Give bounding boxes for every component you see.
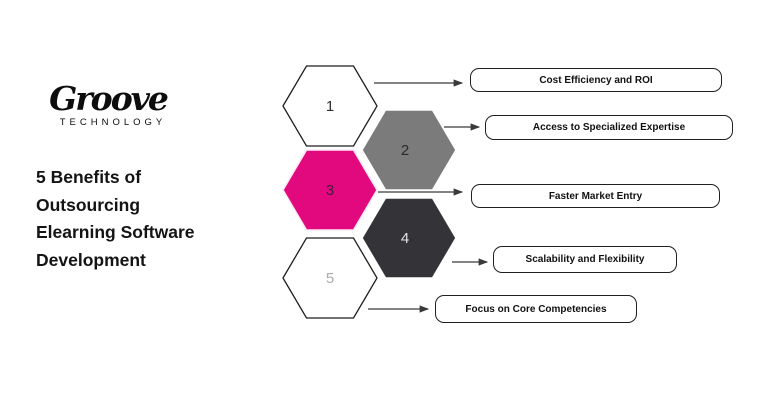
benefit-box-faster-market-entry: Faster Market Entry (471, 184, 720, 208)
hexagon-3-number: 3 (326, 182, 334, 199)
hexagon-2 (361, 109, 457, 191)
hexagon-1 (282, 65, 378, 147)
hexagon-3 (282, 149, 378, 231)
hexagon-4-number: 4 (401, 230, 409, 247)
brand-logo-subtitle: TECHNOLOGY (59, 117, 167, 128)
benefit-box-core-competencies: Focus on Core Competencies (435, 295, 637, 323)
benefit-box-scalability-flexibility: Scalability and Flexibility (493, 246, 677, 273)
hexagon-1-number: 1 (326, 98, 334, 115)
page-title: 5 Benefits of Outsourcing Elearning Soft… (36, 167, 195, 270)
brand-logo-wordmark: Groove (49, 79, 169, 118)
hexagon-2-number: 2 (401, 142, 409, 159)
hexagon-5-number: 5 (326, 270, 334, 287)
brand-logo: Groove TECHNOLOGY (45, 79, 171, 129)
benefit-box-specialized-expertise: Access to Specialized Expertise (485, 115, 733, 140)
hexagon-4 (361, 197, 457, 279)
benefit-box-cost-efficiency: Cost Efficiency and ROI (470, 68, 722, 92)
hexagon-5 (282, 237, 378, 319)
